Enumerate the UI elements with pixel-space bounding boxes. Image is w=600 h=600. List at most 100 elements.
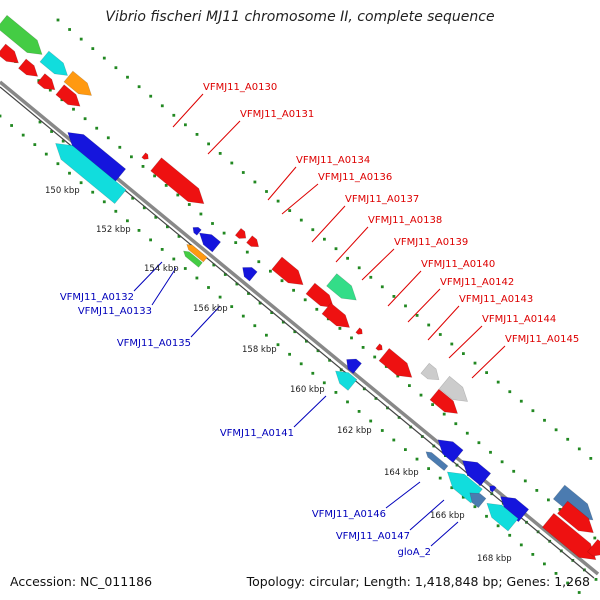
tick-mark xyxy=(293,330,297,334)
tick-mark xyxy=(68,28,71,31)
tick-mark xyxy=(79,37,83,41)
forward-gene-label: VFMJ11_A0136 xyxy=(318,172,392,183)
tick-mark xyxy=(160,248,164,251)
tick-mark xyxy=(21,133,25,137)
tick-mark xyxy=(56,18,60,22)
tick-mark xyxy=(126,75,129,79)
forward-gene-label: VFMJ11_A0145 xyxy=(505,334,579,345)
forward-leader xyxy=(448,325,483,359)
reverse-gene-arrow xyxy=(425,451,449,471)
reverse-gene-arrow xyxy=(486,502,519,532)
forward-leader xyxy=(172,93,204,128)
tick-mark xyxy=(257,260,261,264)
tick-mark xyxy=(519,543,523,547)
forward-gene-arrow xyxy=(321,302,351,328)
tick-mark xyxy=(241,314,245,318)
forward-leader xyxy=(281,183,319,215)
forward-gene-arrow xyxy=(375,343,383,351)
tick-mark xyxy=(315,307,319,311)
tick-mark xyxy=(404,304,407,308)
tick-mark xyxy=(496,380,500,384)
tick-mark xyxy=(485,371,488,374)
tick-mark xyxy=(427,467,430,470)
tick-mark xyxy=(543,562,546,566)
tick-mark xyxy=(380,285,384,289)
tick-mark xyxy=(126,219,129,223)
tick-mark xyxy=(270,311,274,314)
tick-mark xyxy=(523,479,527,483)
tick-mark xyxy=(177,235,181,238)
tick-mark xyxy=(160,104,164,108)
tick-mark xyxy=(373,355,377,359)
tick-mark xyxy=(558,508,562,511)
tick-mark xyxy=(102,56,106,60)
tick-mark xyxy=(183,267,187,270)
tick-mark xyxy=(149,94,153,98)
forward-gene-arrow xyxy=(326,273,357,301)
reverse-gene-label: VFMJ11_A0147 xyxy=(336,531,410,542)
label-leaders xyxy=(133,93,506,547)
forward-leader xyxy=(267,166,297,201)
tick-mark xyxy=(153,174,156,178)
tick-mark xyxy=(431,403,434,406)
tick-mark xyxy=(554,572,558,575)
tick-mark xyxy=(38,120,42,124)
tick-mark xyxy=(230,305,234,308)
tick-mark xyxy=(265,333,268,337)
tick-mark xyxy=(415,314,419,317)
tick-mark xyxy=(176,193,180,197)
tick-mark xyxy=(187,203,191,206)
forward-leader xyxy=(335,226,369,263)
tick-mark xyxy=(438,476,442,480)
tick-mark xyxy=(154,215,158,219)
tick-mark xyxy=(461,495,465,499)
tick-mark xyxy=(223,273,227,276)
tick-mark xyxy=(485,514,488,518)
tick-mark xyxy=(454,422,458,426)
tick-mark xyxy=(245,250,249,254)
tick-mark xyxy=(357,266,361,270)
tick-mark xyxy=(334,391,338,394)
tick-mark xyxy=(79,181,83,185)
reverse-gene-arrow xyxy=(183,250,203,268)
tick-mark xyxy=(311,228,315,232)
tick-mark xyxy=(299,218,303,222)
summary-text: Topology: circular; Length: 1,418,848 bp… xyxy=(246,574,590,589)
forward-gene-label: VFMJ11_A0138 xyxy=(368,215,442,226)
tick-mark xyxy=(48,88,52,92)
tick-mark xyxy=(396,374,400,378)
tick-mark xyxy=(44,152,48,156)
tick-mark xyxy=(0,114,2,118)
forward-gene-label: VFMJ11_A0134 xyxy=(296,155,370,166)
tick-mark xyxy=(566,581,569,585)
tick-mark xyxy=(265,190,268,193)
map-title: Vibrio fischeri MJ11 chromosome II, comp… xyxy=(105,9,495,25)
tick-mark xyxy=(477,441,481,445)
forward-gene-arrow xyxy=(271,256,304,286)
tick-mark xyxy=(149,238,152,242)
tick-mark xyxy=(535,489,539,492)
tick-mark xyxy=(311,371,315,375)
tick-mark xyxy=(218,295,222,299)
tick-mark xyxy=(83,117,87,121)
tick-mark xyxy=(589,457,593,460)
reverse-gene-arrow xyxy=(242,267,258,282)
tick-mark xyxy=(199,212,203,216)
tick-mark xyxy=(211,222,214,225)
tick-mark xyxy=(519,399,523,403)
tick-mark xyxy=(547,498,550,502)
reverse-leader xyxy=(133,261,163,292)
tick-mark xyxy=(450,342,454,346)
tick-mark xyxy=(102,200,106,204)
forward-gene-label: VFMJ11_A0142 xyxy=(440,277,514,288)
tick-mark xyxy=(369,275,373,279)
tick-mark xyxy=(508,390,512,394)
scale-label: 158 kbp xyxy=(242,345,277,355)
reverse-gene-arrow xyxy=(67,132,127,183)
forward-gene-arrow xyxy=(141,152,149,160)
tick-mark xyxy=(234,241,238,244)
tick-mark xyxy=(235,282,239,286)
forward-gene-label: VFMJ11_A0140 xyxy=(421,259,495,270)
tick-mark xyxy=(462,352,465,355)
